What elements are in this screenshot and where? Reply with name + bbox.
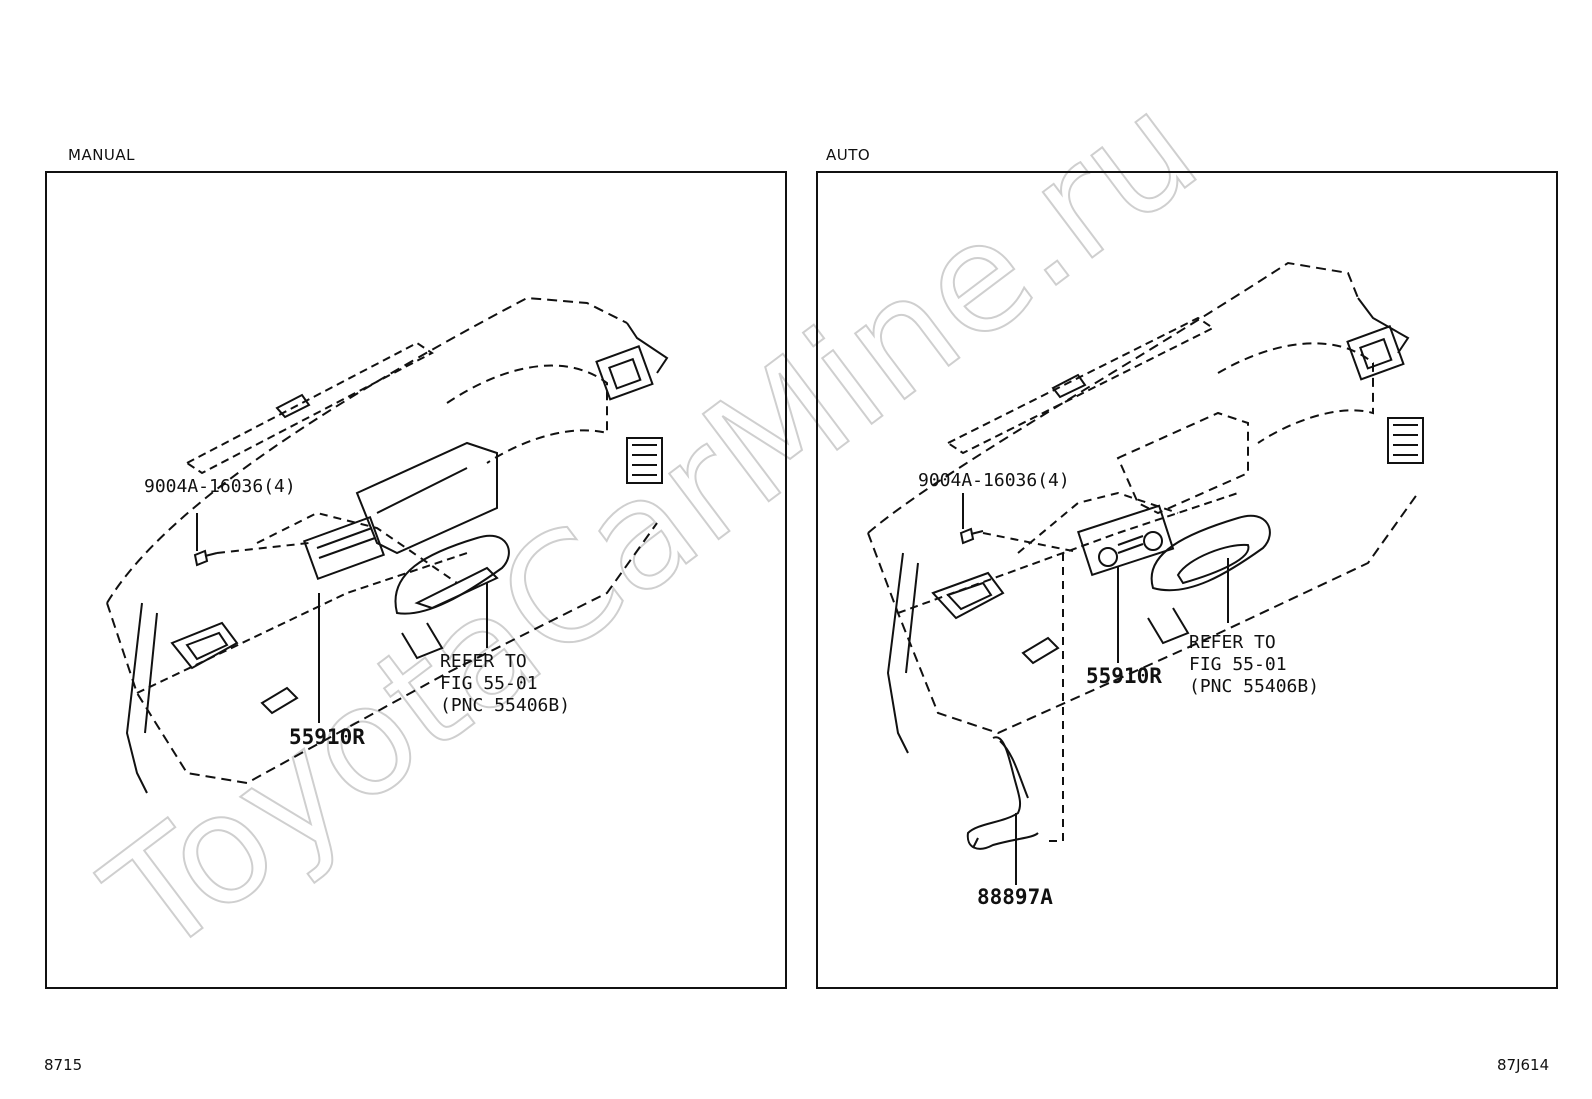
auto-panel-title: AUTO	[826, 146, 871, 164]
auto-dashboard-drawing	[867, 261, 1424, 885]
footer-left-code: 8715	[44, 1056, 83, 1074]
manual-dashboard-drawing	[106, 296, 669, 794]
auto-refer-line-2: FIG 55-01	[1189, 654, 1287, 675]
manual-panel: 9004A-16036(4) REFER TO FIG 55-01 (PNC 5…	[45, 171, 787, 989]
manual-part-number: 55910R	[289, 725, 365, 749]
auto-panel: 9004A-16036(4) REFER TO FIG 55-01 (PNC 5…	[816, 171, 1558, 989]
manual-refer-line-1: REFER TO	[440, 651, 527, 672]
manual-panel-title: MANUAL	[68, 146, 136, 164]
manual-refer-line-2: FIG 55-01	[440, 673, 538, 694]
manual-refer-line-3: (PNC 55406B)	[440, 695, 571, 716]
auto-refer-line-3: (PNC 55406B)	[1189, 676, 1320, 697]
auto-hose-part-number: 88897A	[977, 885, 1053, 909]
manual-bolt-label: 9004A-16036(4)	[144, 476, 296, 497]
auto-part-number: 55910R	[1086, 664, 1162, 688]
footer-right-code: 87J614	[1497, 1056, 1550, 1074]
auto-refer-line-1: REFER TO	[1189, 632, 1276, 653]
auto-bolt-label: 9004A-16036(4)	[918, 470, 1070, 491]
